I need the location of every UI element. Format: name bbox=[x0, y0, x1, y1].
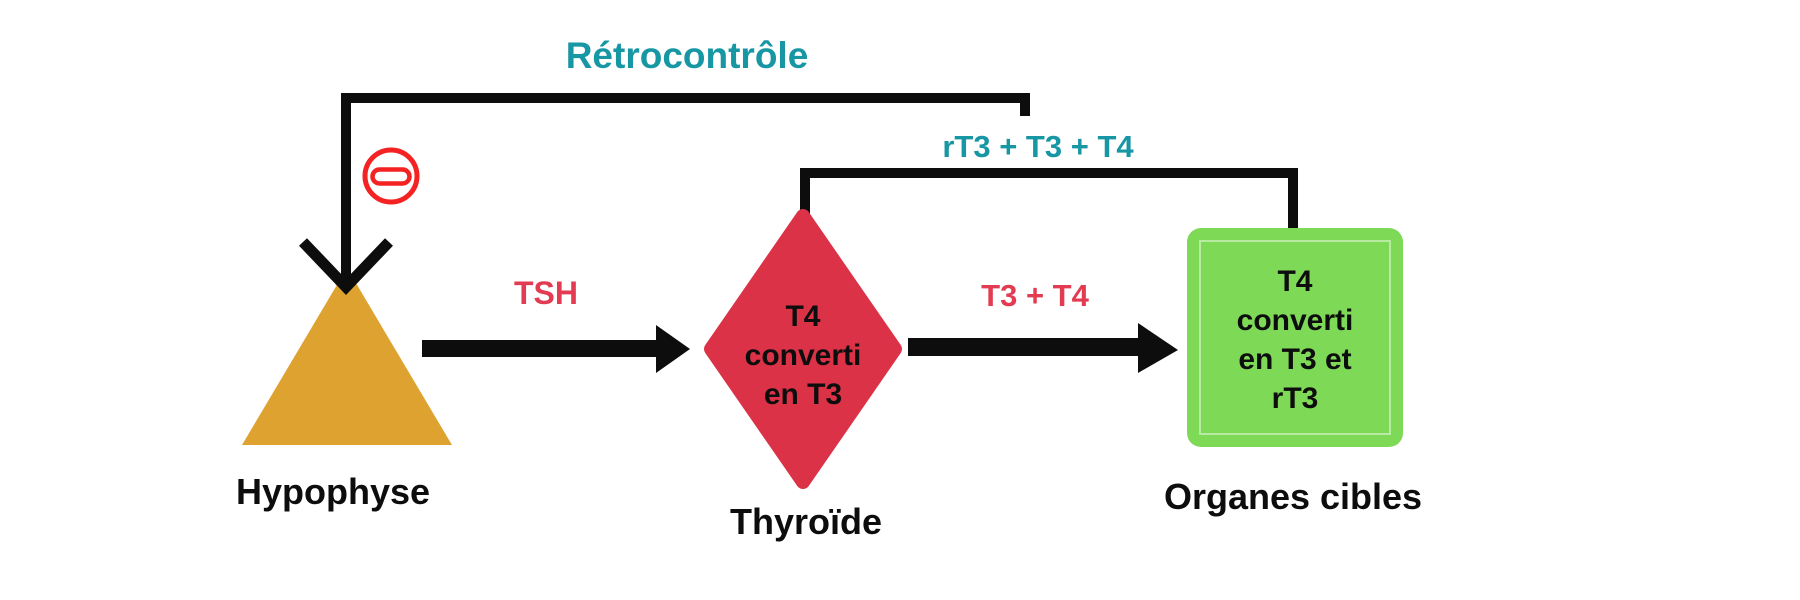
feedback-label: Rétrocontrôle bbox=[565, 35, 809, 76]
thyroid-node-text: T4 converti en T3 bbox=[703, 270, 903, 440]
organs-node-text: T4 converti en T3 et rT3 bbox=[1187, 254, 1403, 426]
pituitary-triangle bbox=[242, 268, 452, 445]
tsh-label: TSH bbox=[514, 275, 578, 311]
t3t4-arrow-shaft bbox=[908, 338, 1140, 356]
organs-text-line: T4 bbox=[1277, 265, 1313, 298]
t3t4-label: T3 + T4 bbox=[981, 278, 1089, 313]
minus-circle-icon bbox=[362, 147, 420, 205]
feedback-arrowhead-icon bbox=[299, 238, 393, 295]
thyroid-diamond bbox=[704, 209, 902, 489]
return-line bbox=[800, 168, 1298, 228]
organs-text-line: en T3 et bbox=[1238, 343, 1352, 376]
organs-text-line: converti bbox=[1236, 304, 1354, 337]
thyroid-text-line: converti bbox=[744, 338, 862, 372]
organs-caption: Organes cibles bbox=[1163, 476, 1423, 517]
thyroid-caption: Thyroïde bbox=[729, 501, 883, 542]
tsh-arrow bbox=[422, 325, 690, 373]
return-path-label: rT3 + T3 + T4 bbox=[942, 129, 1134, 164]
pituitary-caption: Hypophyse bbox=[235, 471, 431, 512]
organs-box-inner-frame bbox=[1199, 240, 1391, 435]
tsh-arrow-shaft bbox=[422, 340, 658, 357]
thyroid-text-line: T4 bbox=[785, 299, 821, 333]
minus-bar bbox=[370, 167, 412, 186]
tsh-arrowhead-icon bbox=[656, 325, 690, 373]
t3t4-arrow bbox=[908, 323, 1178, 373]
feedback-line bbox=[341, 93, 1030, 284]
organs-box bbox=[1187, 228, 1403, 447]
t3t4-arrowhead-icon bbox=[1138, 323, 1178, 373]
thyroid-text-line: en T3 bbox=[763, 377, 843, 411]
organs-text-line: rT3 bbox=[1271, 382, 1319, 415]
